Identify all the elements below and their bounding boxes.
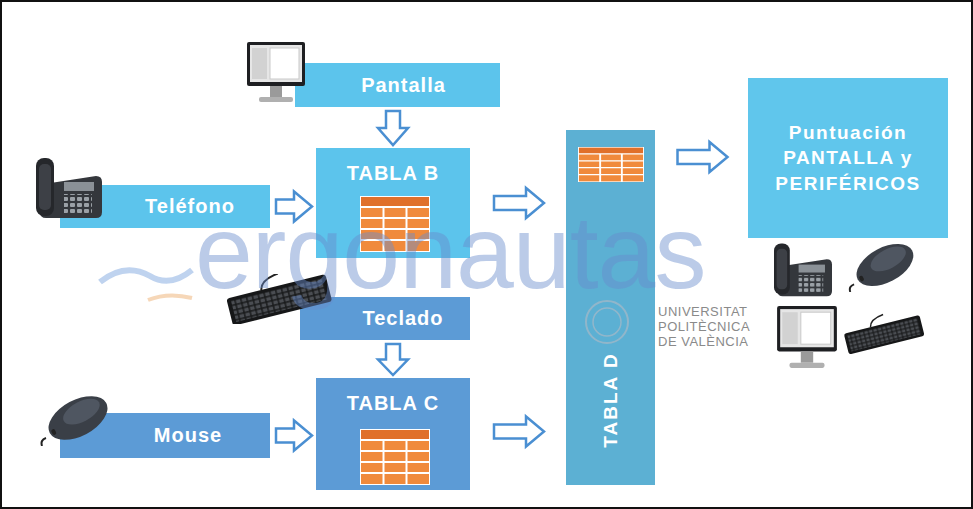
- table-box: TABLA C: [316, 378, 470, 490]
- box-label: Teléfono: [145, 195, 235, 218]
- swoosh-watermark: [148, 295, 192, 300]
- input-box: Mouse: [60, 413, 270, 458]
- block-arrow: [276, 192, 312, 222]
- box-label: Mouse: [154, 424, 222, 447]
- box-label: Teclado: [362, 307, 443, 330]
- mouse-icon: [850, 235, 921, 295]
- institution-text: UNIVERSITAT POLITÈCNICA DE VALÈNCIA: [658, 305, 770, 350]
- block-arrow: [378, 344, 408, 375]
- table-column: TABLA D: [566, 130, 655, 485]
- block-arrow: [378, 111, 408, 145]
- phone-icon: [774, 244, 832, 297]
- input-box: Teclado: [300, 297, 470, 340]
- block-arrow: [494, 417, 544, 447]
- input-box: Pantalla: [295, 63, 500, 107]
- input-box: Teléfono: [60, 185, 270, 228]
- table-box: TABLA B: [316, 148, 470, 258]
- box-label: Pantalla: [361, 74, 446, 97]
- monitor-icon: [777, 306, 837, 368]
- result-title: Puntuación PANTALLA y PERIFÉRICOS: [775, 120, 920, 197]
- block-arrow: [678, 142, 728, 172]
- block-arrow: [276, 421, 312, 451]
- box-label: TABLA C: [347, 392, 440, 415]
- keyboard-icon: [842, 306, 925, 354]
- box-label: TABLA B: [347, 162, 440, 185]
- swoosh-watermark: [100, 270, 192, 282]
- result-box: Puntuación PANTALLA y PERIFÉRICOS: [748, 78, 948, 238]
- column-title: TABLA D: [600, 352, 622, 447]
- block-arrow: [494, 188, 544, 218]
